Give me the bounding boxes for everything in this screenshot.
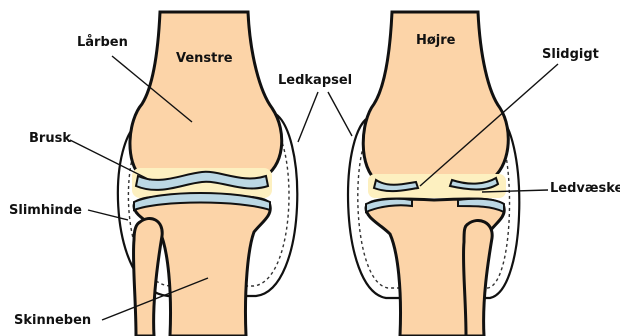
label-laarben: Lårben	[77, 36, 128, 49]
right-fibula	[463, 220, 492, 336]
label-venstre: Venstre	[176, 52, 233, 65]
leader-ledkapsel-left	[298, 92, 318, 142]
label-slidgigt: Slidgigt	[542, 48, 599, 61]
label-ledkapsel: Ledkapsel	[278, 74, 352, 87]
label-brusk: Brusk	[29, 132, 71, 145]
label-slimhinde: Slimhinde	[9, 204, 82, 217]
label-ledvaeske: Ledvæske	[550, 182, 620, 195]
leader-ledkapsel-right	[328, 92, 352, 136]
label-skinneben: Skinneben	[14, 314, 91, 327]
label-hojre: Højre	[416, 34, 456, 47]
left-femur	[130, 12, 282, 180]
